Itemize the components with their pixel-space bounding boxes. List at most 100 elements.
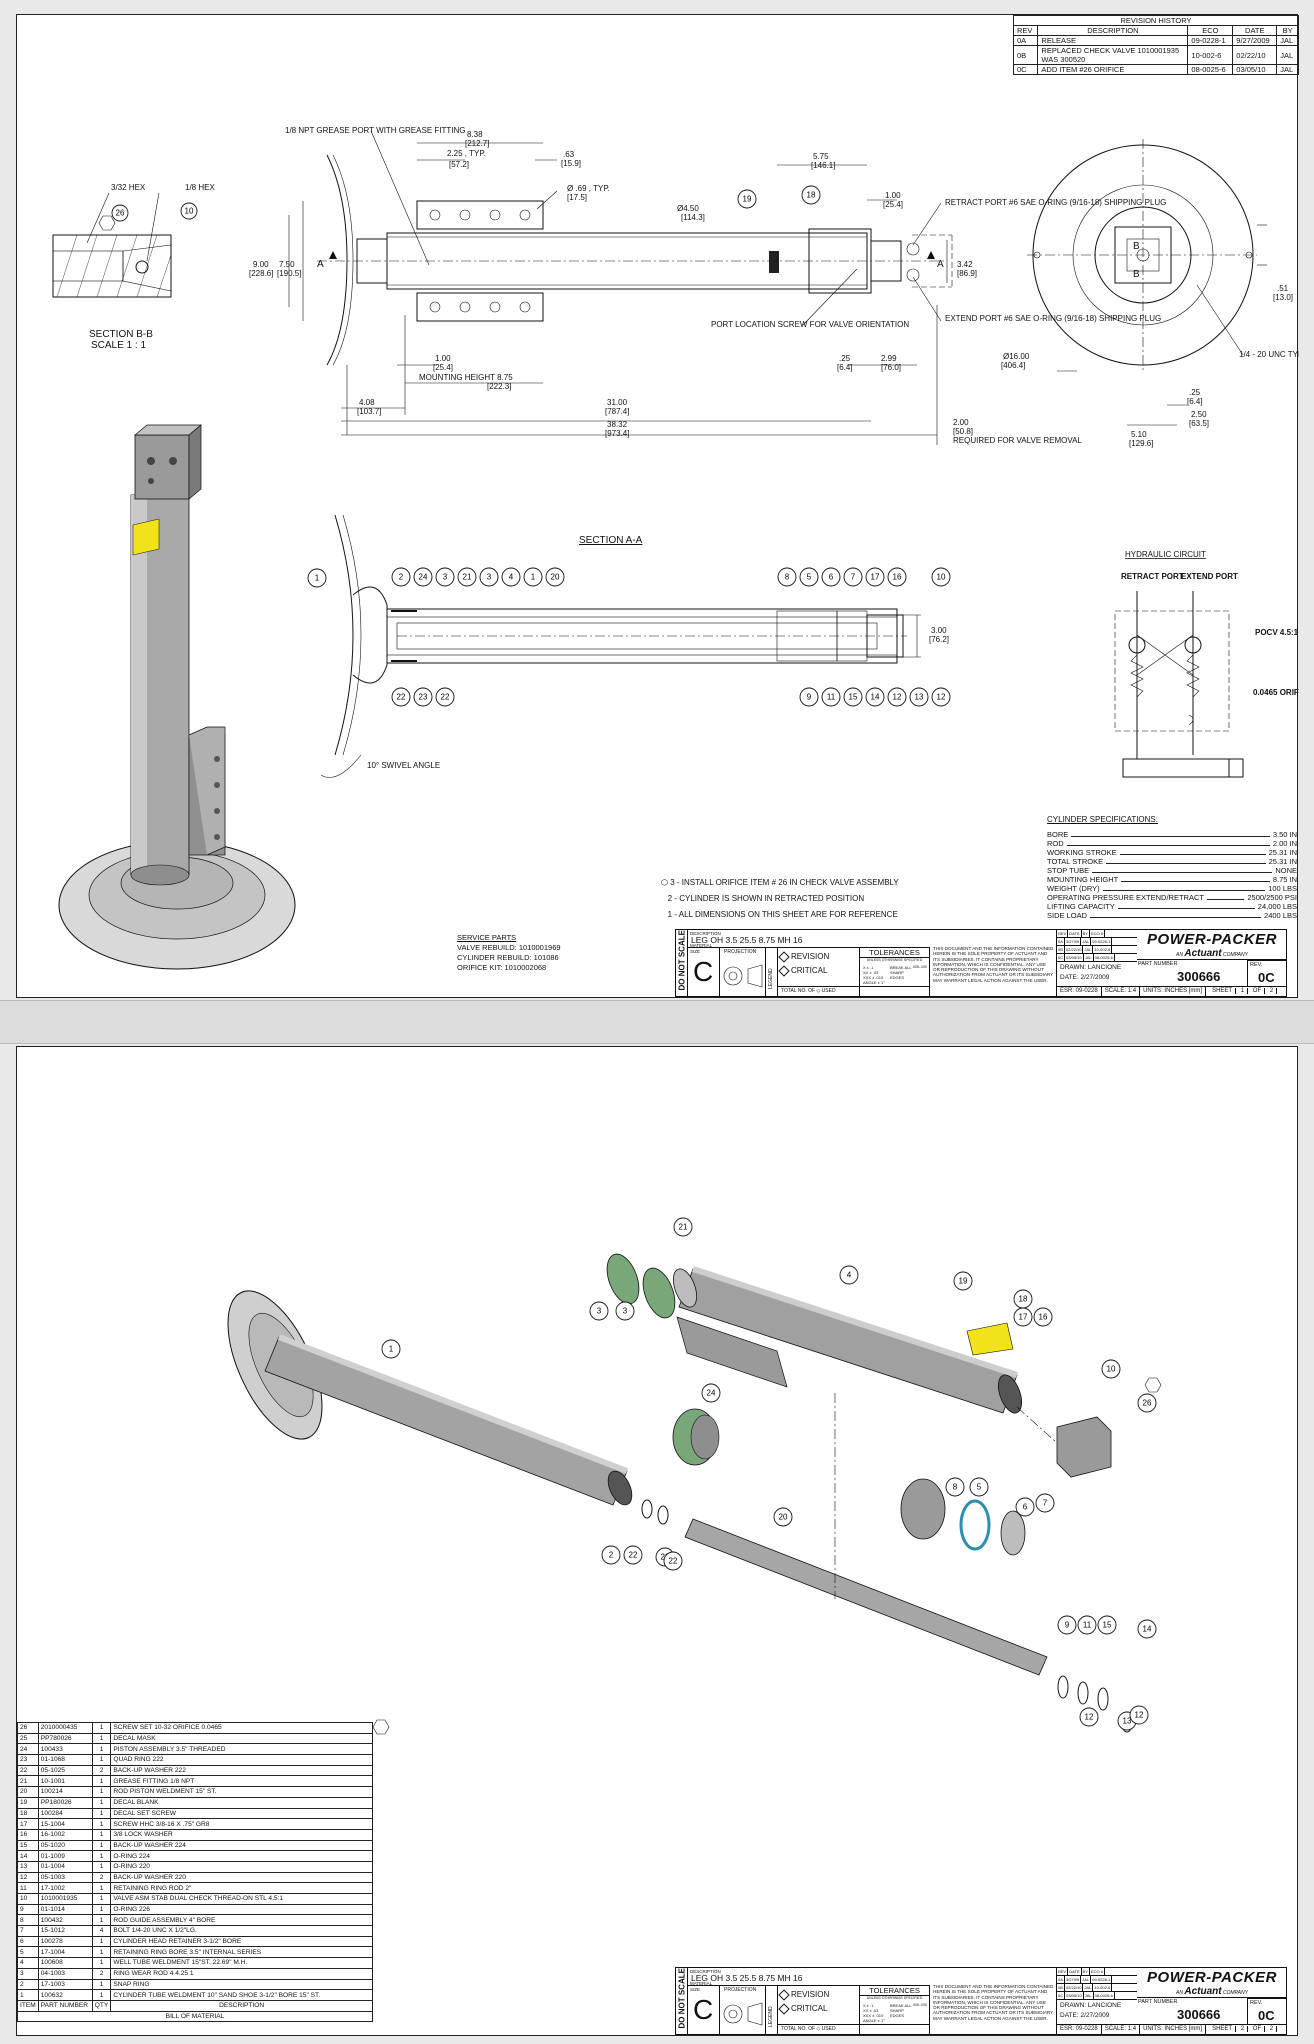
dim-label: [406.4] — [1001, 361, 1025, 370]
balloon: 2 — [609, 1551, 614, 1560]
service-parts-title: SERVICE PARTS — [457, 933, 517, 942]
bom-item: 8 — [17, 1914, 39, 1927]
dim-label: [222.3] — [487, 382, 511, 391]
bom-qty: 1 — [91, 1903, 112, 1916]
dim-label: .51 — [1277, 284, 1289, 293]
bom-description: SCREW HHC 3/8-16 X .75" GR8 — [110, 1818, 373, 1830]
tolerances-box: TOLERANCES UNLESS OTHERWISE SPECIFIED X … — [860, 1986, 930, 2034]
balloon: 19 — [959, 1277, 968, 1286]
total-used: TOTAL NO. OF ◇ USED — [778, 986, 930, 996]
isometric-cylinder — [58, 424, 296, 970]
dim-label: REQUIRED FOR VALVE REMOVAL — [953, 436, 1082, 445]
tolerances-box: TOLERANCES UNLESS OTHERWISE SPECIFIED X … — [860, 948, 930, 996]
bom-item: 25 — [17, 1732, 39, 1745]
bom-item: 18 — [17, 1807, 39, 1820]
page-separator — [0, 1000, 1314, 1044]
bom-description: ROD PISTON WELDMENT 15" ST. — [110, 1786, 373, 1798]
do-not-scale: DO NOT SCALE — [676, 1968, 688, 2034]
bom-part-number: 10-1001 — [37, 1775, 93, 1788]
company-logo: POWER-PACKER AN Actuant COMPANY — [1137, 930, 1287, 960]
bom-part-number: 15-1004 — [37, 1818, 93, 1830]
bom-description: RING WEAR ROD 4 4.25 1 — [110, 1967, 373, 1980]
spec-row: WEIGHT (DRY)100 LBS — [1047, 884, 1297, 893]
balloon: 12 — [1135, 1711, 1144, 1720]
bom-description: BACK-UP WASHER 220 — [110, 1871, 373, 1884]
legend-box: LEGEND — [766, 1986, 778, 2034]
dim-label: [212.7] — [465, 139, 489, 148]
bom-qty: 1 — [91, 1722, 112, 1734]
balloon: 9 — [1065, 1621, 1070, 1630]
bom-description: WELL TUBE WELDMENT 15"ST. 22.69" M.H. — [110, 1957, 373, 1969]
description-box: DESCRIPTION LEG OH 3.5 25.5 8.75 MH 16 M… — [688, 1968, 930, 1986]
revision-legend: REVISION CRITICAL — [778, 1986, 860, 2034]
projection-box: PROJECTION — [720, 948, 766, 996]
bom-qty: 1 — [91, 1893, 112, 1905]
bom-qty: 2 — [91, 1871, 112, 1884]
bom-qty: 2 — [91, 1967, 112, 1980]
balloon: 4 — [509, 573, 514, 582]
balloon: 8 — [785, 573, 790, 582]
dim-label: 2.99 — [881, 354, 897, 363]
bom-item: 10 — [17, 1893, 39, 1905]
dim-label: [129.6] — [1129, 439, 1153, 448]
bom-description: DECAL SET SCREW — [110, 1807, 373, 1820]
dim-label: [63.5] — [1189, 419, 1209, 428]
bom-item: 6 — [17, 1935, 39, 1948]
revision-history-table: REVISION HISTORY REV DESCRIPTION ECO DAT… — [1012, 15, 1299, 75]
section-aa: SECTION A-A 3.00 [76.2] 10° SWIVEL ANGLE… — [307, 514, 951, 778]
note-1: 1 - ALL DIMENSIONS ON THIS SHEET ARE FOR… — [667, 910, 898, 919]
rev-box: REV.0C — [1247, 960, 1287, 986]
bom-part-number: 01-1009 — [37, 1850, 93, 1862]
balloon: 12 — [893, 693, 902, 702]
bom-header: ITEM — [17, 1999, 39, 2012]
balloon: 16 — [1039, 1313, 1048, 1322]
balloon: 16 — [893, 573, 902, 582]
dim-label: MOUNTING HEIGHT 8.75 — [419, 373, 513, 382]
bom-qty: 1 — [91, 1818, 112, 1830]
balloon: 20 — [551, 573, 560, 582]
do-not-scale: DO NOT SCALE — [676, 930, 688, 996]
bom-qty: 1 — [91, 1775, 112, 1788]
balloon: 19 — [743, 195, 752, 204]
bom-item: 26 — [17, 1722, 39, 1734]
company-logo: POWER-PACKER AN Actuant COMPANY — [1137, 1968, 1287, 1998]
revision-row: 0C ADD ITEM #26 ORIFICE 08-0025-6 03/05/… — [1012, 64, 1299, 75]
bom-item: 24 — [17, 1743, 39, 1756]
balloon: 9 — [807, 693, 812, 702]
balloon: 8 — [953, 1483, 958, 1492]
bom-item: 12 — [17, 1871, 39, 1884]
hex-label: 3/32 HEX — [111, 183, 146, 192]
bom-qty: 1 — [91, 1860, 112, 1873]
balloon: 5 — [807, 573, 812, 582]
section-bb-title: SECTION B-B — [89, 329, 153, 340]
bom-part-number: 100432 — [37, 1914, 93, 1927]
bom-qty: 1 — [91, 1754, 112, 1766]
swivel-note: 10° SWIVEL ANGLE — [367, 761, 440, 770]
dim-label: [146.1] — [811, 161, 835, 170]
end-view: B B .51 [13.0] Ø16.00 [406.4] 1/4 - 20 U… — [1001, 139, 1299, 448]
bom-part-number: 01-1068 — [37, 1754, 93, 1766]
bom-description: PISTON ASSEMBLY 3.5" THREADED — [110, 1743, 373, 1756]
bom-qty: 1 — [91, 1828, 112, 1841]
balloon: 3 — [623, 1307, 628, 1316]
balloon: 13 — [915, 693, 924, 702]
dim-label: 31.00 — [607, 398, 628, 407]
dim-label: [15.9] — [561, 159, 581, 168]
bom-qty: 1 — [91, 1839, 112, 1852]
